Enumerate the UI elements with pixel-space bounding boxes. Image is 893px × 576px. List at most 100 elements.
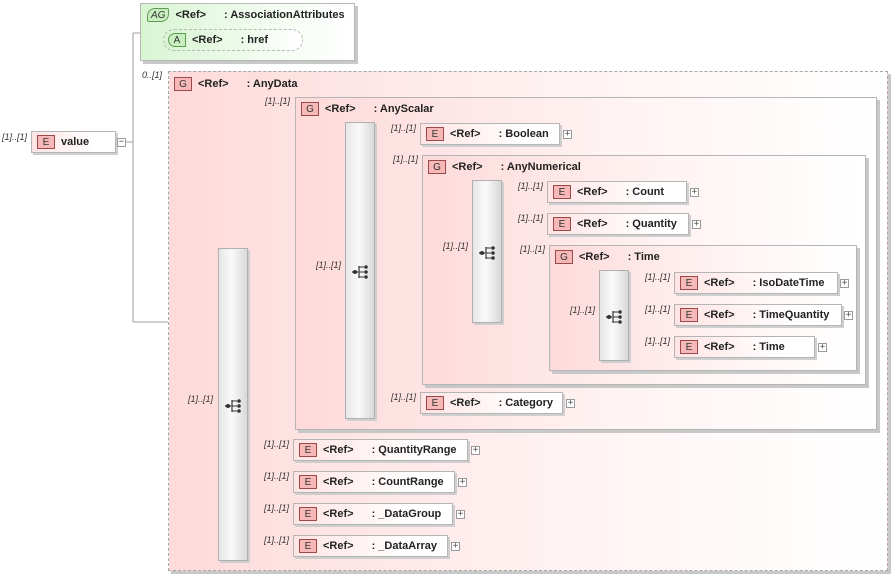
element-name: : IsoDateTime (752, 277, 825, 289)
element-time[interactable]: E <Ref> : Time (674, 336, 815, 358)
time-sequence-cardinality: [1]..[1] (570, 305, 596, 315)
ref-label: <Ref> (323, 540, 354, 552)
sequence-icon (225, 399, 241, 413)
collapse-toggle-icon[interactable]: − (117, 137, 126, 147)
anynumerical-sequence-cardinality: [1]..[1] (443, 241, 469, 251)
element-badge-icon: E (553, 185, 571, 199)
element-dataarray[interactable]: E <Ref> : _DataArray (293, 535, 448, 557)
time-element-cardinality: [1]..[1] (645, 336, 671, 346)
element-boolean[interactable]: E <Ref> : Boolean (420, 123, 560, 145)
sequence-compositor-anynumerical[interactable] (472, 180, 502, 323)
ref-label: <Ref> (452, 161, 483, 173)
ref-label: <Ref> (577, 186, 608, 198)
attribute-group-association: AG <Ref> : AssociationAttributes A <Ref>… (140, 3, 355, 61)
element-name: : _DataGroup (371, 508, 442, 520)
group-name: : AnyScalar (373, 103, 434, 115)
dataarray-cardinality: [1]..[1] (264, 535, 290, 545)
ref-label: <Ref> (577, 218, 608, 230)
quantity-cardinality: [1]..[1] (518, 213, 544, 223)
expand-icon[interactable]: + (451, 541, 460, 551)
element-badge-icon: E (299, 443, 317, 457)
timequantity-cardinality: [1]..[1] (645, 304, 671, 314)
group-badge-icon: G (301, 102, 319, 116)
element-badge-icon: E (426, 127, 444, 141)
element-countrange[interactable]: E <Ref> : CountRange (293, 471, 455, 493)
element-badge-icon: E (680, 340, 698, 354)
ref-label: <Ref> (175, 9, 207, 21)
element-name: : Boolean (498, 128, 549, 140)
ref-label: <Ref> (704, 309, 735, 321)
sequence-compositor-time[interactable] (599, 270, 629, 361)
ref-label: <Ref> (325, 103, 356, 115)
boolean-cardinality: [1]..[1] (391, 123, 417, 133)
anynumerical-cardinality: [1]..[1] (393, 154, 419, 164)
group-badge-icon: G (555, 250, 573, 264)
expand-icon[interactable]: + (458, 477, 467, 487)
anydata-sequence-cardinality: [1]..[1] (188, 394, 214, 404)
expand-icon[interactable]: + (471, 445, 480, 455)
element-name: value (61, 136, 90, 148)
element-category[interactable]: E <Ref> : Category (420, 392, 563, 414)
datagroup-cardinality: [1]..[1] (264, 503, 290, 513)
element-count[interactable]: E <Ref> : Count (547, 181, 687, 203)
ref-label: <Ref> (704, 277, 735, 289)
category-cardinality: [1]..[1] (391, 392, 417, 402)
expand-icon[interactable]: + (692, 219, 701, 229)
group-badge-icon: G (428, 160, 446, 174)
element-name: : Count (625, 186, 665, 198)
anydata-cardinality: 0..[1] (142, 70, 163, 80)
element-name: : Category (498, 397, 553, 409)
expand-icon[interactable]: + (818, 342, 827, 352)
group-name: : AnyData (246, 78, 298, 90)
attribute-group-badge-icon: AG (147, 8, 170, 22)
expand-icon[interactable]: + (690, 187, 699, 197)
sequence-icon (606, 310, 622, 324)
element-badge-icon: E (299, 507, 317, 521)
ref-label: <Ref> (704, 341, 735, 353)
attribute-href[interactable]: A <Ref> : href (163, 29, 303, 51)
element-badge-icon: E (680, 308, 698, 322)
quantityrange-cardinality: [1]..[1] (264, 439, 290, 449)
element-name: : CountRange (371, 476, 444, 488)
sequence-compositor-anyscalar[interactable] (345, 122, 375, 419)
expand-icon[interactable]: + (563, 129, 572, 139)
group-name: : Time (627, 251, 660, 263)
element-quantityrange[interactable]: E <Ref> : QuantityRange (293, 439, 468, 461)
ref-label: <Ref> (450, 397, 481, 409)
element-name: : QuantityRange (371, 444, 457, 456)
ref-label: <Ref> (323, 476, 354, 488)
isodatetime-cardinality: [1]..[1] (645, 272, 671, 282)
expand-icon[interactable]: + (840, 278, 849, 288)
element-badge-icon: E (426, 396, 444, 410)
ref-label: <Ref> (579, 251, 610, 263)
ref-label: <Ref> (198, 78, 229, 90)
element-badge-icon: E (37, 135, 55, 149)
element-name: : Quantity (625, 218, 677, 230)
element-value[interactable]: E value (31, 131, 116, 153)
element-badge-icon: E (299, 539, 317, 553)
expand-icon[interactable]: + (844, 310, 853, 320)
attribute-badge-icon: A (168, 33, 186, 47)
ref-label: <Ref> (192, 34, 223, 46)
element-name: : TimeQuantity (752, 309, 830, 321)
element-timequantity[interactable]: E <Ref> : TimeQuantity (674, 304, 842, 326)
time-group-cardinality: [1]..[1] (520, 244, 546, 254)
element-badge-icon: E (680, 276, 698, 290)
expand-icon[interactable]: + (566, 398, 575, 408)
sequence-icon (479, 246, 495, 260)
count-cardinality: [1]..[1] (518, 181, 544, 191)
anyscalar-sequence-cardinality: [1]..[1] (316, 260, 342, 270)
element-datagroup[interactable]: E <Ref> : _DataGroup (293, 503, 453, 525)
element-badge-icon: E (553, 217, 571, 231)
element-quantity[interactable]: E <Ref> : Quantity (547, 213, 689, 235)
attribute-name: : href (240, 34, 269, 46)
element-badge-icon: E (299, 475, 317, 489)
element-isodatetime[interactable]: E <Ref> : IsoDateTime (674, 272, 838, 294)
sequence-compositor-anydata[interactable] (218, 248, 248, 561)
ref-label: <Ref> (323, 444, 354, 456)
expand-icon[interactable]: + (456, 509, 465, 519)
root-cardinality: [1]..[1] (2, 132, 28, 142)
group-badge-icon: G (174, 77, 192, 91)
element-name: : _DataArray (371, 540, 437, 552)
group-name: : AssociationAttributes (224, 9, 345, 21)
